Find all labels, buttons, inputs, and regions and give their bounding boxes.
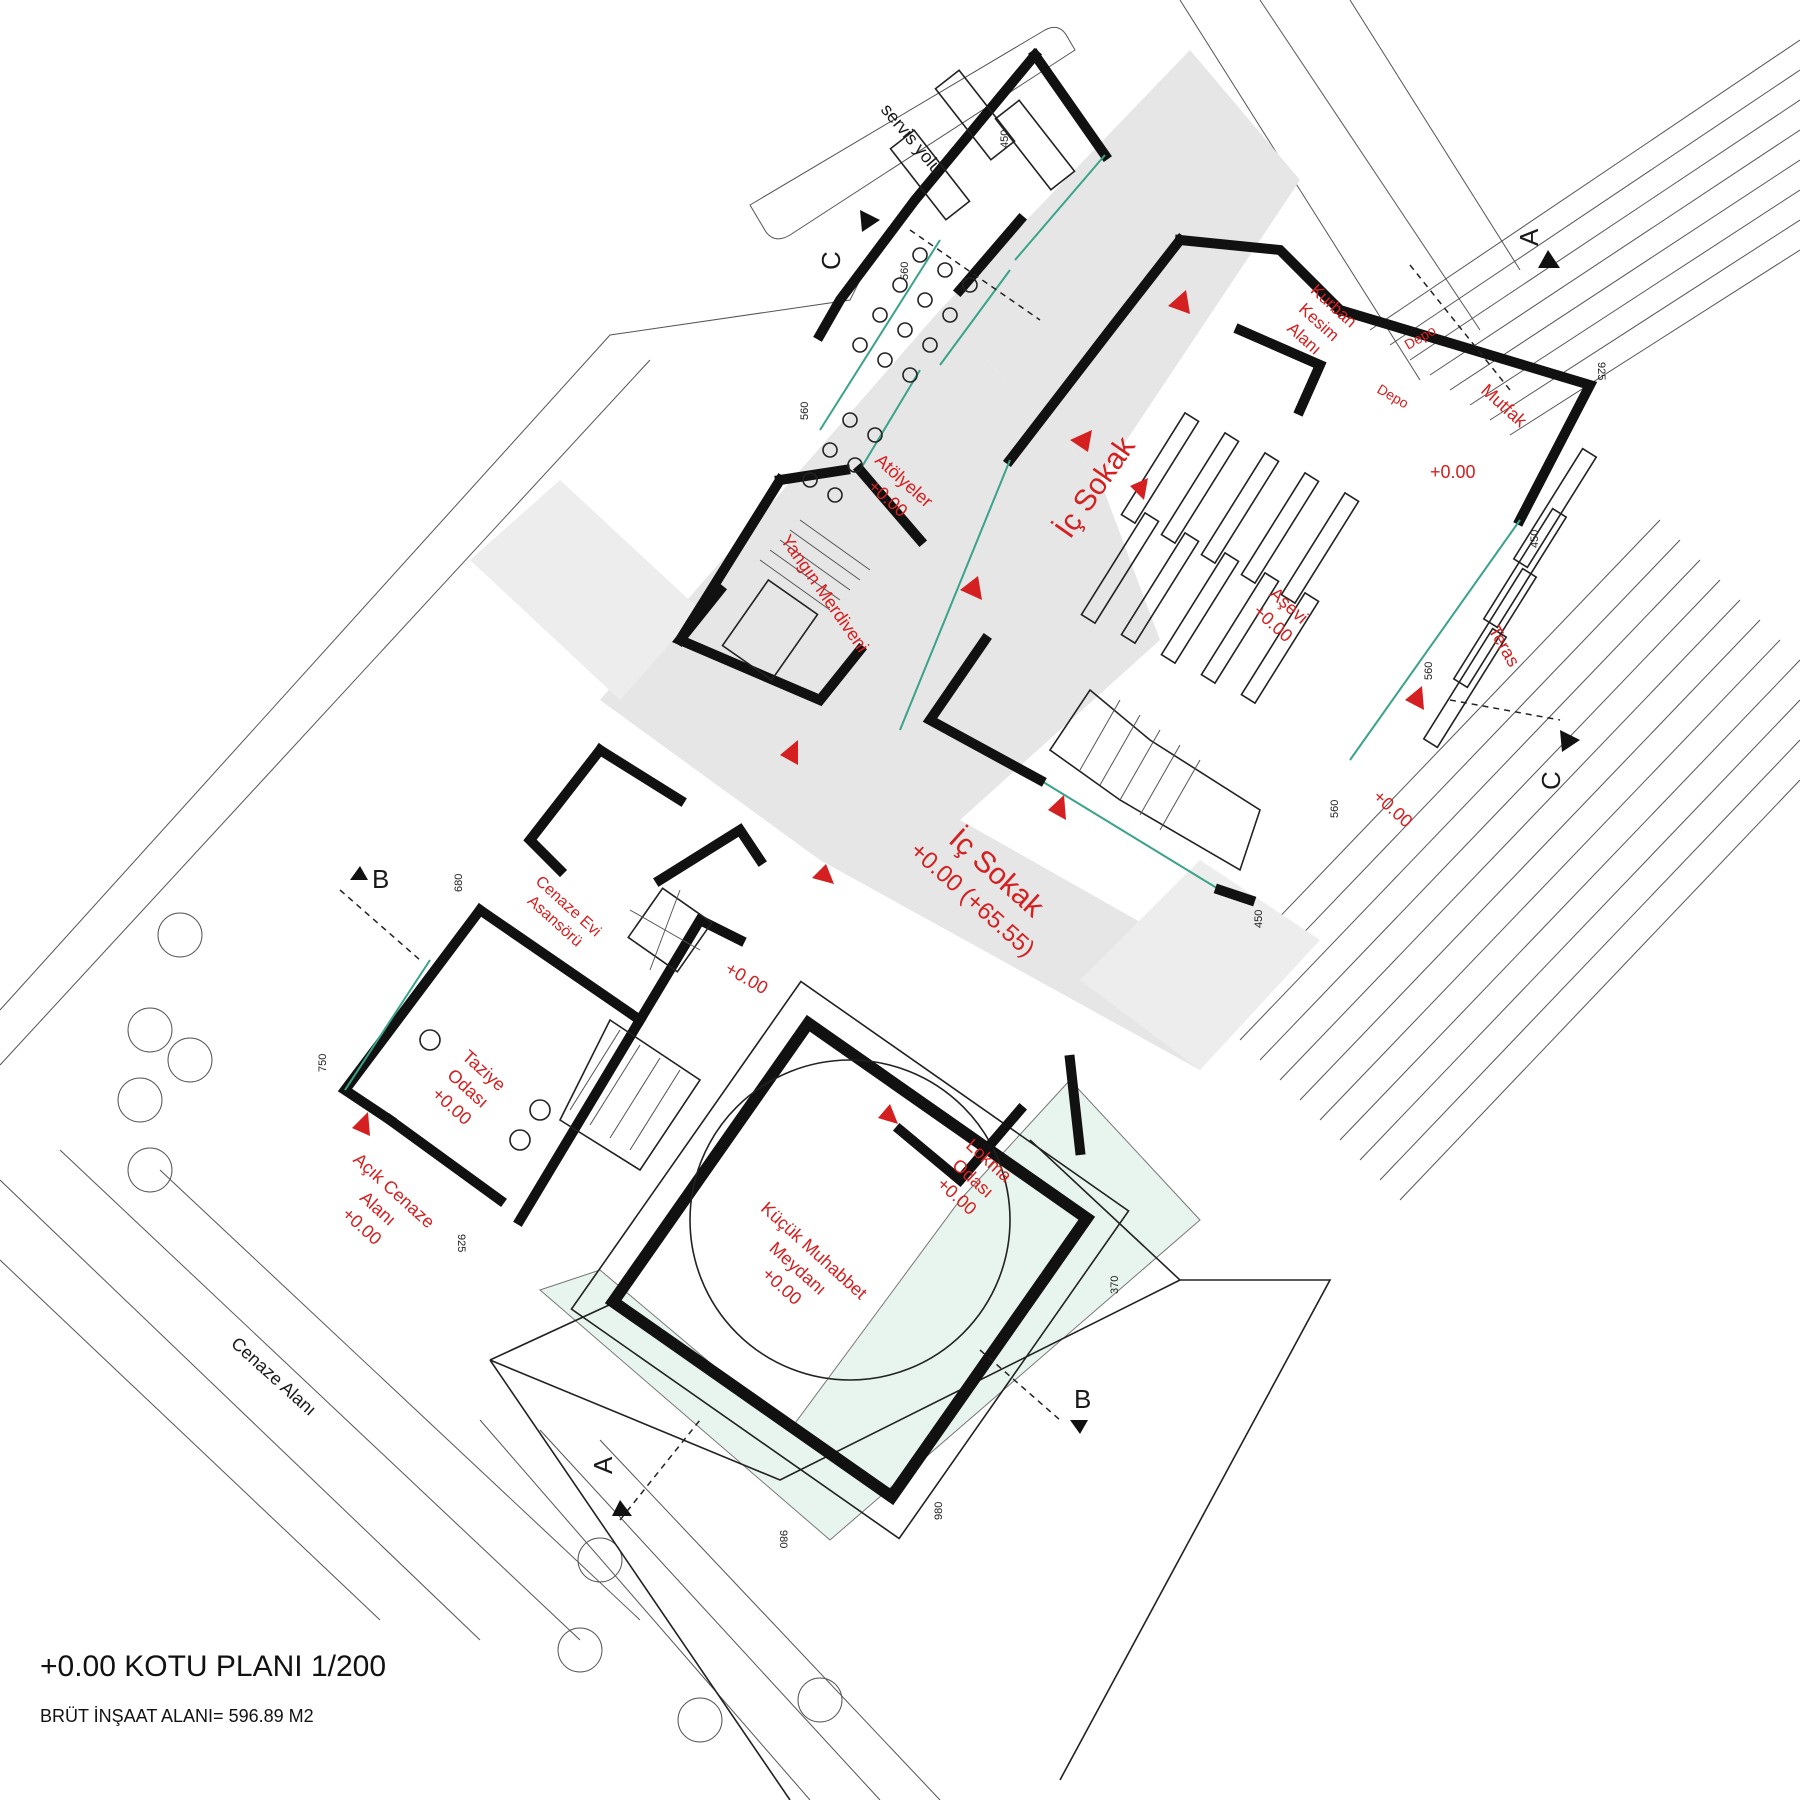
svg-text:925: 925 bbox=[1595, 362, 1607, 380]
section-letter-c-top: C bbox=[816, 251, 846, 270]
svg-text:450: 450 bbox=[999, 130, 1011, 148]
right-road-lines bbox=[1199, 519, 1800, 1201]
upper-right-lines bbox=[1369, 39, 1800, 436]
dining-tables bbox=[1080, 411, 1360, 705]
block-meydan bbox=[570, 980, 1130, 1540]
mutfak-level: +0.00 bbox=[1430, 462, 1476, 482]
funeral-area-label: Cenaze Alanı bbox=[227, 1333, 320, 1420]
area-note: BRÜT İNŞAAT ALANI= 596.89 M2 bbox=[40, 1706, 314, 1726]
plan-title: +0.00 KOTU PLANI 1/200 bbox=[40, 1650, 387, 1683]
section-marker-c-top bbox=[860, 210, 880, 232]
svg-text:560: 560 bbox=[899, 262, 911, 280]
section-letter-b-right: B bbox=[1074, 1384, 1091, 1414]
teras-level: +0.00 bbox=[1369, 786, 1416, 831]
section-letter-a-bottom: A bbox=[588, 1456, 618, 1474]
terrace-tables bbox=[1422, 447, 1598, 749]
section-marker-b-left bbox=[350, 866, 368, 880]
workshop-chairs bbox=[802, 247, 978, 503]
section-letter-a-top: A bbox=[1514, 228, 1544, 246]
svg-text:Mutfak: Mutfak bbox=[1477, 380, 1531, 432]
svg-text:980: 980 bbox=[933, 1502, 945, 1520]
section-marker-a-top bbox=[1538, 250, 1560, 268]
depo-label-2: Depo bbox=[1375, 381, 1412, 412]
svg-text:980: 980 bbox=[777, 1530, 789, 1548]
svg-text:560: 560 bbox=[799, 402, 811, 420]
section-letter-c-bottom: C bbox=[1536, 771, 1566, 790]
block-atolyeler bbox=[671, 47, 1112, 707]
svg-text:560: 560 bbox=[1423, 662, 1435, 680]
section-marker-b-right bbox=[1070, 1420, 1088, 1434]
workshop-desks bbox=[889, 69, 1076, 221]
tree-outlines bbox=[117, 912, 843, 1743]
svg-text:560: 560 bbox=[1329, 800, 1341, 818]
section-marker-c-bottom bbox=[1560, 730, 1580, 752]
svg-text:750: 750 bbox=[317, 1054, 329, 1072]
section-markers bbox=[339, 210, 1580, 1521]
section-letter-b-left: B bbox=[372, 864, 389, 894]
block-asevi bbox=[899, 232, 1598, 907]
funeral-road-lines bbox=[0, 1149, 641, 1641]
svg-text:370: 370 bbox=[1109, 1276, 1121, 1294]
green-area bbox=[539, 1079, 1201, 1541]
taziye-stair bbox=[558, 1018, 702, 1172]
svg-text:925: 925 bbox=[455, 1234, 467, 1252]
asevi-stair bbox=[1048, 688, 1261, 872]
taziye-label: Taziye Odası +0.00 bbox=[428, 1046, 509, 1129]
stair-treads bbox=[759, 519, 871, 611]
ic-sokak-paving bbox=[470, 50, 1320, 1070]
lobby-level: +0.00 bbox=[722, 958, 771, 998]
mutfak-label: Mutfak bbox=[1477, 380, 1531, 432]
service-road-label: servis yolu bbox=[877, 100, 947, 178]
block-taziye bbox=[337, 742, 767, 1227]
meydan-label: Küçük Muhabbet Meydanı +0.00 bbox=[757, 1198, 871, 1309]
svg-text:450: 450 bbox=[1253, 910, 1265, 928]
svg-text:680: 680 bbox=[453, 874, 465, 892]
asevi-label: Aşevi +0.00 bbox=[1249, 583, 1312, 646]
acik-cenaze-label: Açık Cenaze Alanı +0.00 bbox=[338, 1149, 438, 1249]
entry-arrows bbox=[352, 290, 1424, 1136]
section-marker-a-bottom bbox=[612, 1500, 632, 1516]
dimension-labels: 450 560 560 450 560 560 925 450 680 750 … bbox=[317, 130, 1607, 1549]
svg-text:450: 450 bbox=[1529, 530, 1541, 548]
